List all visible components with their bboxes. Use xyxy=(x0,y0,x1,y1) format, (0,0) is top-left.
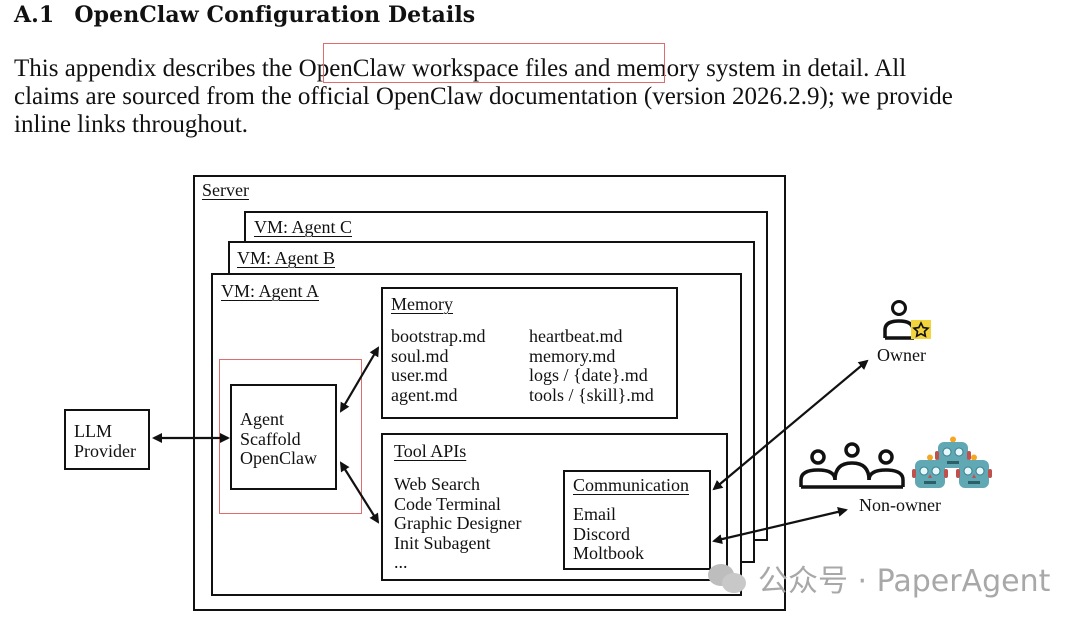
memory-files-left: bootstrap.md soul.md user.md agent.md xyxy=(391,326,486,405)
memory-file: logs / {date}.md xyxy=(529,365,648,385)
llm-provider-text: LLM Provider xyxy=(74,421,136,461)
communication-item: Discord xyxy=(573,523,630,544)
communication-box: Communication Email Discord Moltbook xyxy=(563,470,711,570)
llm-provider-box: LLM Provider xyxy=(64,409,150,470)
section-number: A.1 xyxy=(14,2,55,28)
paragraph-line: inline links throughout. xyxy=(14,111,249,138)
tool-apis-title: Tool APIs xyxy=(394,441,467,461)
agent-scaffold-text: Agent Scaffold OpenClaw xyxy=(240,409,317,469)
robot-face-icon xyxy=(912,454,948,488)
memory-file: bootstrap.md xyxy=(391,326,486,346)
llm-provider-line: Provider xyxy=(74,440,136,461)
agent-scaffold-line: OpenClaw xyxy=(240,448,317,468)
wechat-icon xyxy=(706,560,752,596)
communication-item: Email xyxy=(573,504,616,524)
watermark: 公众号 · PaperAgent xyxy=(706,556,1050,600)
owner-icon xyxy=(883,300,931,340)
vm-agent-a-label: VM: Agent A xyxy=(221,281,320,301)
memory-title: Memory xyxy=(391,294,453,314)
agent-scaffold-line: Scaffold xyxy=(240,428,301,449)
communication-title: Communication xyxy=(573,475,689,495)
agent-scaffold-line: Agent xyxy=(240,409,284,429)
tool-item: Graphic Designer xyxy=(394,513,522,533)
section-title: OpenClaw Configuration Details xyxy=(74,2,476,28)
robot-face-icon xyxy=(935,436,971,468)
memory-files-right: heartbeat.md memory.md logs / {date}.md … xyxy=(529,326,654,405)
paragraph-line: This appendix describes the OpenClaw wor… xyxy=(14,55,907,82)
llm-provider-line: LLM xyxy=(74,421,112,441)
memory-box: Memory bootstrap.md soul.md user.md agen… xyxy=(381,287,678,419)
server-label: Server xyxy=(202,180,249,200)
non-owner-label: Non-owner xyxy=(859,495,941,515)
robots-icon xyxy=(912,436,992,488)
memory-file: agent.md xyxy=(391,384,458,405)
people-group-icon xyxy=(799,442,905,489)
memory-file: tools / {skill}.md xyxy=(529,384,654,405)
section-heading: A.1 OpenClaw Configuration Details xyxy=(14,2,475,28)
robot-face-icon xyxy=(956,454,992,488)
agent-scaffold-box: Agent Scaffold OpenClaw xyxy=(230,384,337,490)
memory-file: soul.md xyxy=(391,345,449,366)
vm-agent-c-label: VM: Agent C xyxy=(254,217,353,237)
communication-item: Moltbook xyxy=(573,543,645,563)
memory-file: memory.md xyxy=(529,345,616,366)
intro-paragraph: This appendix describes the OpenClaw wor… xyxy=(14,55,1064,139)
memory-file: heartbeat.md xyxy=(529,326,623,346)
memory-file: user.md xyxy=(391,365,448,385)
tool-item: Init Subagent xyxy=(394,532,491,553)
owner-label: Owner xyxy=(877,345,926,365)
tool-item: Code Terminal xyxy=(394,493,501,514)
tool-item: Web Search xyxy=(394,474,481,494)
vm-agent-b-label: VM: Agent B xyxy=(237,248,336,268)
paragraph-line: claims are sourced from the official Ope… xyxy=(14,83,953,110)
communication-list: Email Discord Moltbook xyxy=(573,504,645,564)
tool-list: Web Search Code Terminal Graphic Designe… xyxy=(394,474,522,573)
watermark-text: 公众号 · PaperAgent xyxy=(758,564,1051,599)
tool-item: ... xyxy=(394,552,408,572)
